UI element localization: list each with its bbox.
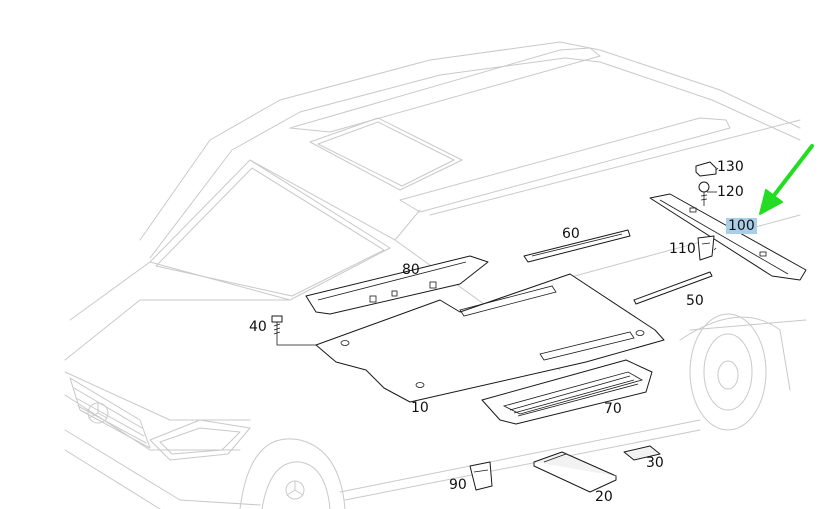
part-120-screw [698,181,710,206]
callout-100-highlighted[interactable]: 100 [726,218,757,234]
part-100-rear-trim-rail [649,193,807,281]
part-90-clip [469,461,493,491]
part-40-screw [271,315,283,338]
part-110-clip [697,235,715,261]
leader-lines [276,167,719,346]
part-130-nut [695,161,717,177]
screw-icon [271,315,283,338]
callout-40: 40 [249,319,267,335]
part-30-plate [623,445,661,461]
mercedes-star-icon [87,402,109,424]
callout-120: 120 [717,184,744,200]
callout-10: 10 [411,400,429,416]
callout-60: 60 [562,226,580,242]
callout-30: 30 [646,455,664,471]
vehicle-outline [64,41,807,509]
callout-20: 20 [595,489,613,505]
callout-130: 130 [717,159,744,175]
part-10-floor-panel [315,273,665,403]
clip-icon [469,461,493,491]
callout-90: 90 [449,477,467,493]
part-50-strip [633,271,713,305]
part-70-step-panel [481,359,653,425]
part-60-strip [523,229,631,263]
callout-110: 110 [669,241,696,257]
part-80-trim-cover [305,255,489,315]
part-20-tray [533,451,617,493]
callout-80: 80 [402,262,420,278]
mercedes-star-icon [285,480,305,500]
callout-70: 70 [604,401,622,417]
callout-50: 50 [686,293,704,309]
indicator-arrow-icon [759,144,814,215]
screw-icon [698,181,710,206]
clip-icon [697,235,715,261]
